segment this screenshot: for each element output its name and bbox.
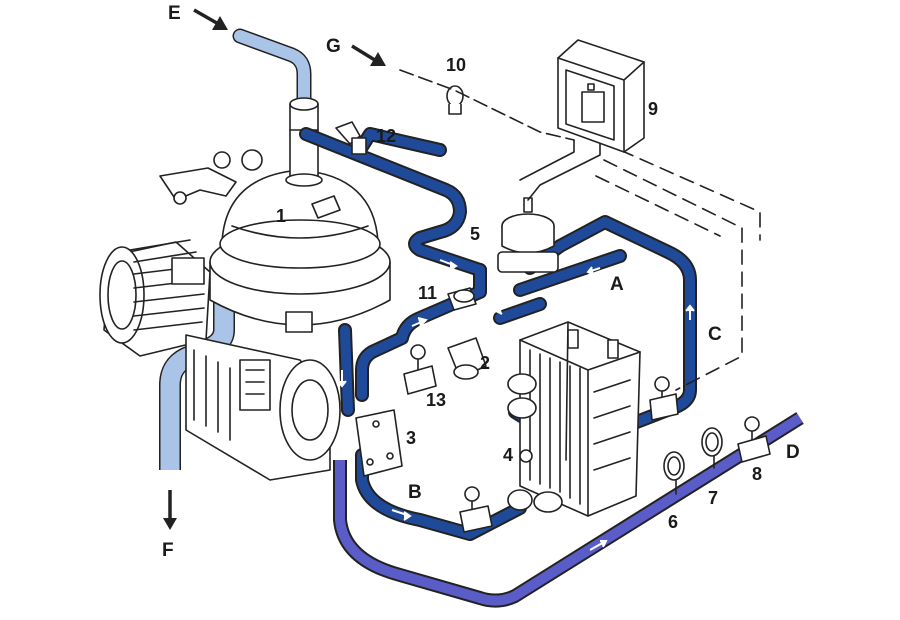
label-12: 12: [376, 126, 396, 146]
valve-11: [447, 287, 477, 311]
valve-5: [497, 197, 559, 273]
inlet-pipe-e: [232, 28, 312, 108]
label-5: 5: [470, 224, 480, 244]
valve-10: [446, 85, 464, 115]
plate-heat-exchanger: [507, 321, 641, 517]
label-2: 2: [480, 353, 490, 373]
label-4: 4: [503, 445, 513, 465]
valve-13: [403, 344, 437, 395]
strainer-2: [447, 337, 487, 380]
valve-b-line: [459, 486, 493, 533]
arrow-f: [163, 490, 177, 530]
label-13: 13: [426, 390, 446, 410]
label-f: F: [162, 540, 174, 561]
label-9: 9: [648, 99, 658, 119]
discharge-pipe-d: [333, 412, 804, 608]
label-7: 7: [708, 488, 718, 508]
motor: [99, 239, 211, 357]
label-10: 10: [446, 55, 466, 75]
label-3: 3: [406, 428, 416, 448]
control-lines: [399, 69, 761, 391]
fitting-4: [519, 449, 533, 463]
separator-unit: [159, 97, 391, 481]
label-8: 8: [752, 464, 762, 484]
label-e: E: [168, 3, 181, 24]
arrow-e: [193, 8, 228, 30]
label-a: A: [610, 274, 624, 295]
valve-c-line: [649, 376, 679, 421]
control-panel-9: [557, 39, 645, 153]
pump-3: [355, 409, 403, 477]
label-6: 6: [668, 512, 678, 532]
arrow-g: [351, 44, 386, 66]
label-1: 1: [276, 206, 286, 226]
label-b: B: [408, 482, 422, 503]
label-g: G: [326, 36, 341, 57]
diagram-labels: E G F A B C D 1 2 3 4 5 6 7 8 9 10 11 12…: [162, 3, 800, 561]
valve-8: [737, 416, 771, 463]
valve-12: [335, 121, 367, 155]
label-11: 11: [418, 283, 437, 303]
process-pipes: [299, 127, 697, 541]
gauge-7: [701, 427, 723, 469]
gauge-6: [663, 451, 685, 495]
label-c: C: [708, 324, 722, 345]
label-d: D: [786, 442, 800, 463]
